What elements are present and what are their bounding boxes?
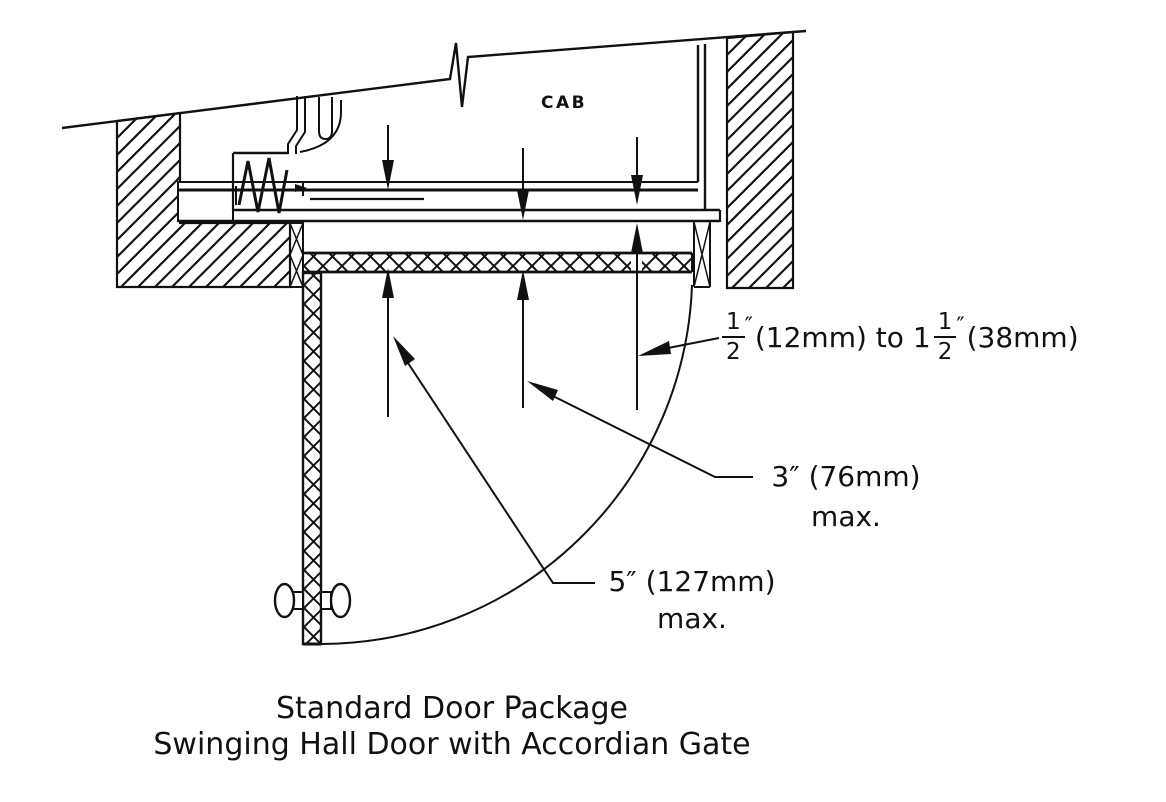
door-knob-left (273, 582, 296, 619)
sill-support-recess (177, 181, 234, 222)
bracket-left (287, 96, 306, 154)
ceiling-break-line (61, 29, 807, 130)
dim-3in-label: 3″ (76mm) max. (756, 457, 936, 537)
fraction-half-1: 1 2 (722, 310, 745, 364)
title-line-1: Standard Door Package (275, 691, 629, 726)
leader-5in-arrowhead (393, 336, 415, 366)
leader-lines (393, 336, 753, 584)
dim-gap-label: 1 2 ″ (12mm) to 1 1 2 ″ (38mm) (722, 302, 1079, 372)
hoistway-wall-left (115, 111, 292, 289)
door-knob-stem-right (320, 591, 332, 610)
inch-mark-1: ″ (744, 314, 753, 339)
dimension-arrows-down (382, 125, 643, 220)
bracket-u (318, 97, 333, 141)
dimension-arrows-up (382, 223, 643, 417)
leader-5in (407, 362, 595, 584)
inch-mark-2: ″ (956, 314, 965, 339)
hall-sill (302, 251, 693, 274)
spring-symbol (235, 157, 289, 214)
door-swing-arc (321, 284, 693, 645)
fraction-half-2: 1 2 (933, 310, 957, 364)
bracket-right-curve (299, 100, 342, 153)
door-knob-right (329, 582, 352, 619)
sill-seal-left (289, 222, 304, 288)
dim-5in-qualifier: max. (657, 602, 727, 635)
door-operator-brackets (287, 96, 342, 154)
dim-3in-qualifier: max. (811, 500, 881, 533)
sill-seal-right (693, 221, 711, 288)
dim-5in-value: 5″ (127mm) (608, 565, 776, 598)
drawing-title: Standard Door Package Swinging Hall Door… (148, 691, 756, 763)
leader-3in-arrowhead (527, 381, 558, 401)
hoistway-wall-right (725, 30, 795, 290)
title-line-2: Swinging Hall Door with Accordian Gate (153, 727, 751, 762)
leader-gap-arrowhead (638, 341, 671, 356)
dim-3in-value: 3″ (76mm) (771, 460, 921, 493)
cab-label: CAB (541, 93, 588, 113)
swing-hall-door (273, 271, 352, 646)
track-mini-arrow (295, 184, 307, 192)
dim-5in-label: 5″ (127mm) max. (592, 563, 792, 637)
leader-gap (667, 337, 720, 349)
leader-3in (552, 395, 753, 478)
cab-enclosure (696, 44, 707, 210)
